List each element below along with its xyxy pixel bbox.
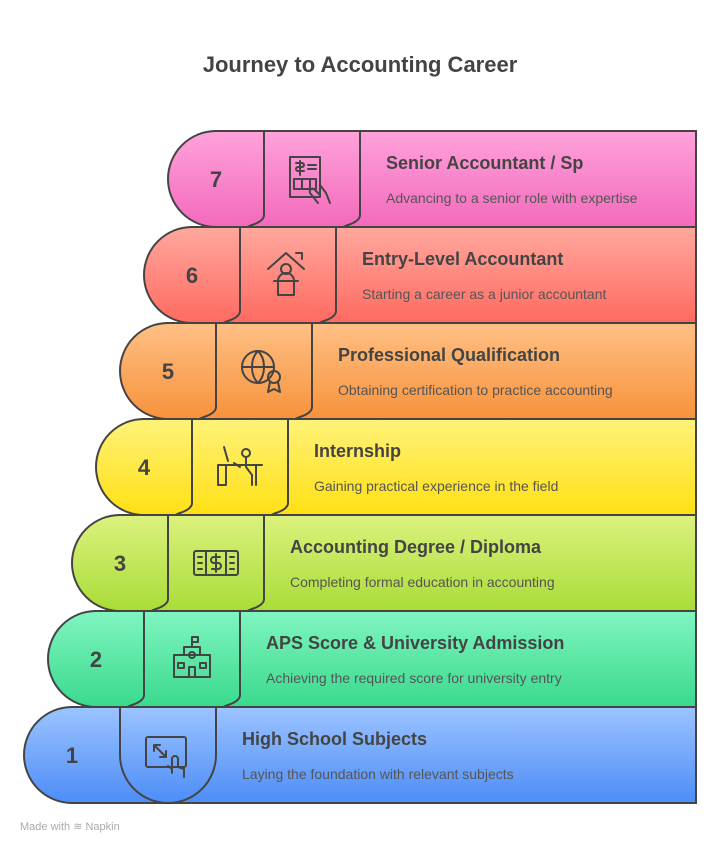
step-number: 4 xyxy=(138,455,151,480)
diagram-title: Journey to Accounting Career xyxy=(202,52,518,77)
step-title: Senior Accountant / Sp xyxy=(386,153,583,173)
step-description: Obtaining certification to practice acco… xyxy=(338,382,613,398)
globe-certificate-icon xyxy=(241,350,281,393)
step-title: Internship xyxy=(314,441,401,461)
resize-touch-icon xyxy=(145,736,187,778)
step-number: 6 xyxy=(186,263,198,288)
step-description: Achieving the required score for univers… xyxy=(266,670,562,686)
step-description: Gaining practical experience in the fiel… xyxy=(314,478,558,494)
step-2: 2 APS Score & University AdmissionAchievi… xyxy=(47,610,697,720)
step-band xyxy=(47,610,697,708)
step-description: Starting a career as a junior accountant xyxy=(362,286,606,302)
step-band xyxy=(143,226,697,324)
step-band xyxy=(71,514,697,612)
step-description: Laying the foundation with relevant subj… xyxy=(242,766,514,782)
step-title: Accounting Degree / Diploma xyxy=(290,537,542,557)
step-title: APS Score & University Admission xyxy=(266,633,564,653)
step-band xyxy=(95,418,697,516)
step-number: 5 xyxy=(162,359,174,384)
icon-segment-outline xyxy=(119,707,217,804)
step-description: Completing formal education in accountin… xyxy=(290,574,555,590)
invoice-hand-icon xyxy=(289,156,331,204)
banknote-icon xyxy=(193,550,239,576)
napkin-watermark: Made with ≋ Napkin xyxy=(20,821,120,833)
person-podium-house-icon xyxy=(267,252,305,296)
step-number: 1 xyxy=(66,743,78,768)
step-band xyxy=(23,706,697,804)
step-description: Advancing to a senior role with expertis… xyxy=(386,190,638,206)
step-band xyxy=(119,322,697,420)
person-at-desk-icon xyxy=(217,446,263,486)
school-building-icon xyxy=(173,636,211,678)
step-7: 7 Senior Accountant / Sp Advancing to a se… xyxy=(167,130,697,240)
step-title: Professional Qualification xyxy=(338,345,560,365)
step-number: 3 xyxy=(114,551,126,576)
step-number: 7 xyxy=(210,167,222,192)
step-number: 2 xyxy=(90,647,102,672)
step-band xyxy=(167,130,697,228)
step-title: Entry-Level Accountant xyxy=(362,249,563,269)
step-title: High School Subjects xyxy=(242,729,427,749)
